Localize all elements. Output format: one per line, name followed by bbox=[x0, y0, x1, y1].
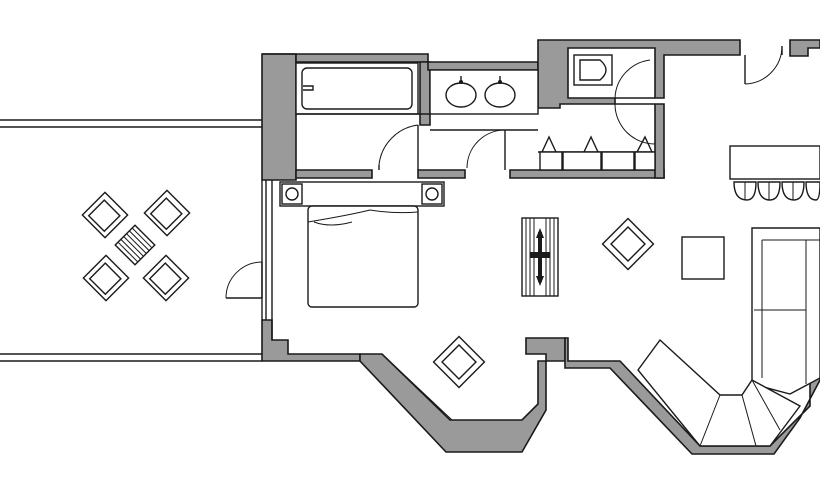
sofa bbox=[751, 227, 820, 395]
closet-door bbox=[614, 103, 656, 145]
living-room bbox=[432, 145, 820, 447]
nightstand bbox=[281, 183, 303, 205]
double-sink bbox=[429, 69, 539, 115]
terrace-table bbox=[114, 224, 156, 266]
bathroom-door bbox=[378, 124, 419, 170]
nightstand bbox=[421, 183, 443, 205]
toilet bbox=[573, 54, 613, 86]
dining-chairs bbox=[733, 181, 820, 201]
terrace-dining-set bbox=[81, 189, 191, 302]
storage-unit bbox=[538, 135, 656, 171]
side-table bbox=[681, 236, 725, 280]
hallway-door bbox=[466, 129, 506, 170]
terrace-chair bbox=[142, 254, 190, 302]
terrace bbox=[0, 119, 262, 362]
bathroom bbox=[295, 62, 539, 170]
wc bbox=[573, 54, 655, 99]
rug bbox=[521, 217, 559, 297]
armchair bbox=[432, 335, 486, 389]
dining-table bbox=[729, 145, 820, 180]
terrace-chair bbox=[81, 191, 129, 239]
wc-door bbox=[614, 59, 655, 99]
armchair bbox=[601, 217, 655, 271]
bedroom bbox=[225, 180, 445, 340]
terrace-door bbox=[225, 261, 263, 299]
terrace-chair bbox=[82, 254, 130, 302]
bathtub bbox=[295, 62, 419, 115]
double-bed bbox=[307, 205, 419, 308]
terrace-chair bbox=[143, 189, 191, 237]
entrance-door bbox=[744, 45, 783, 85]
window-seat bbox=[637, 338, 802, 447]
